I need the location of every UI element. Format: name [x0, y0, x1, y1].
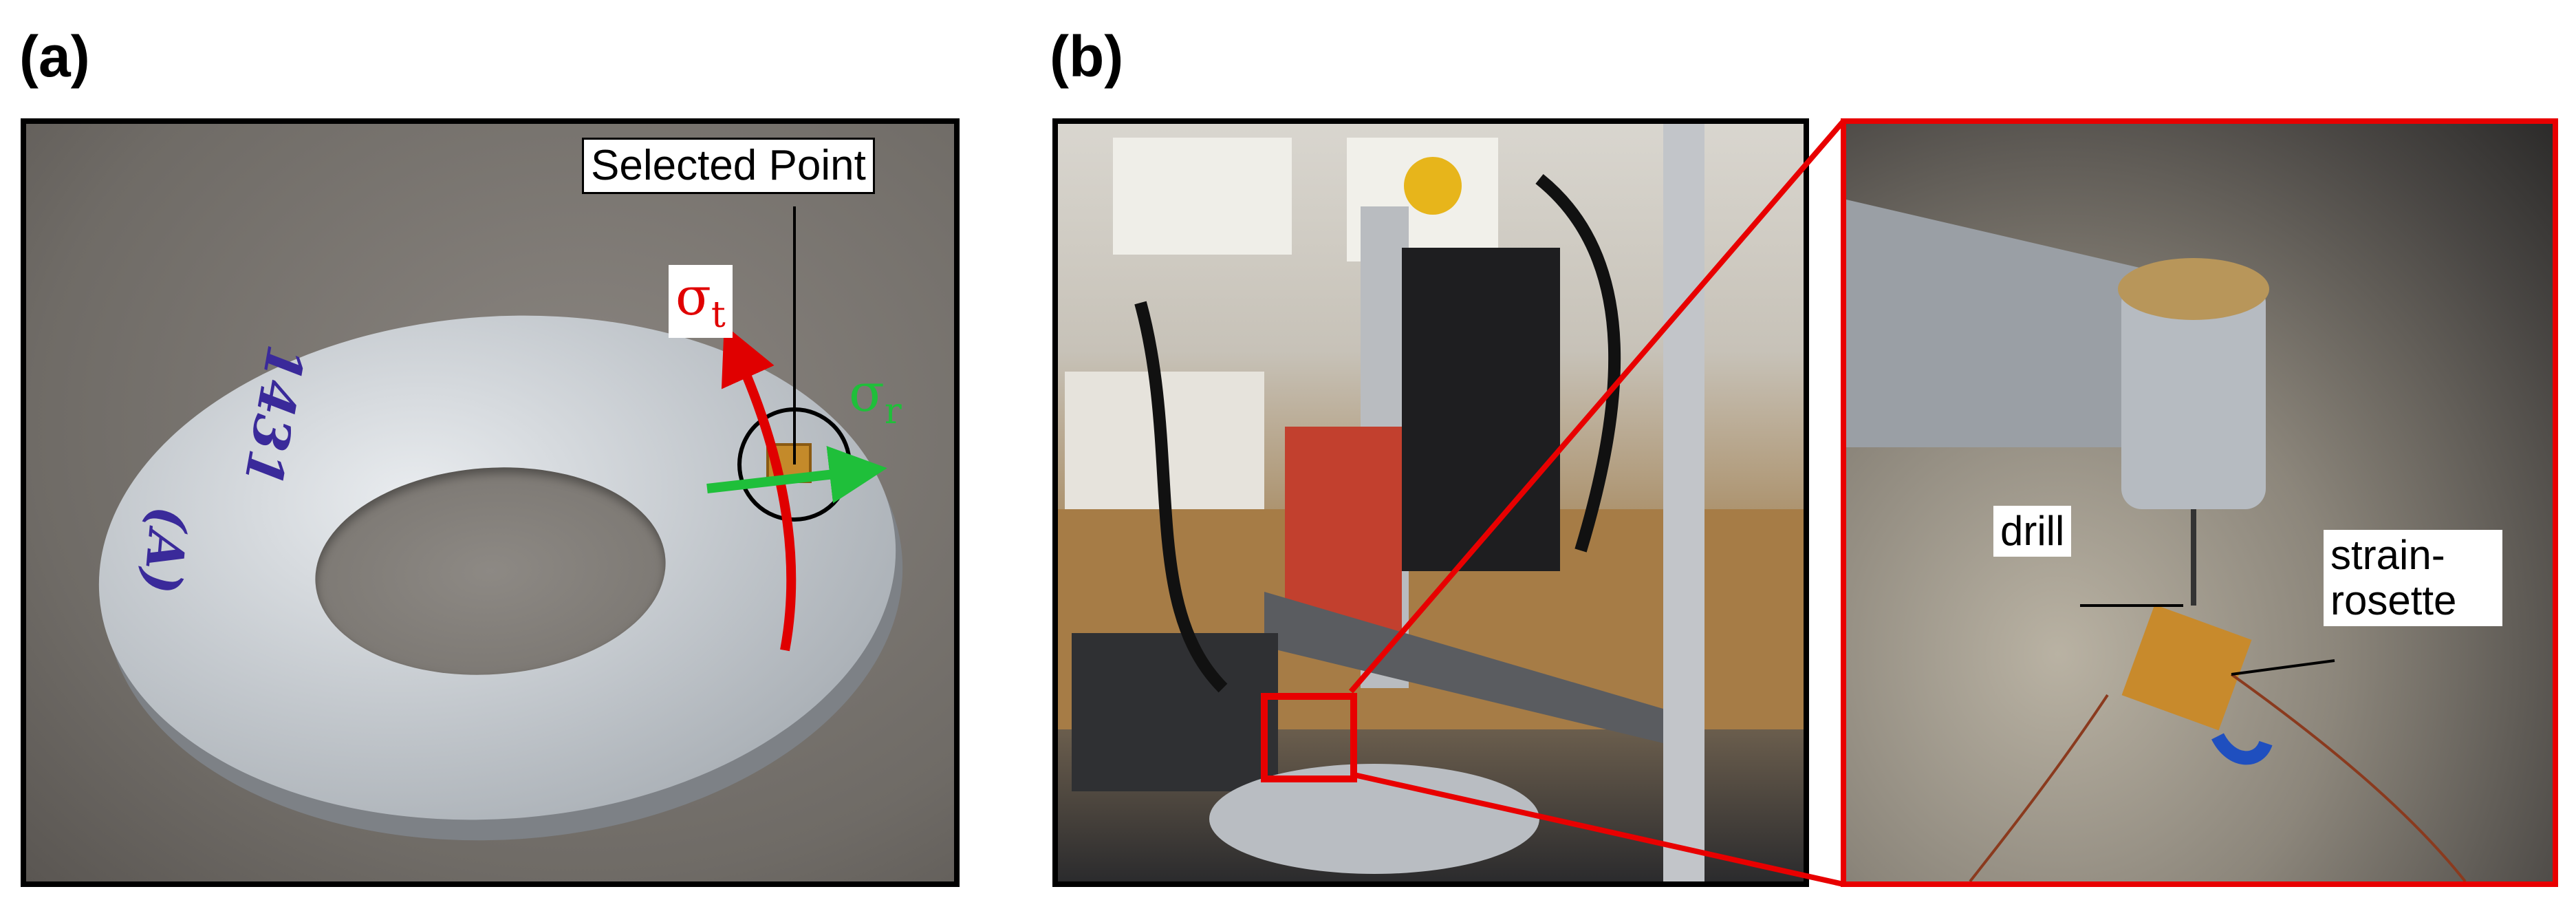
panel-label-b: (b)	[1050, 24, 1124, 89]
sigma-r-label: σr	[849, 362, 902, 432]
blue-marking	[2211, 732, 2273, 765]
drill-closeup-photo	[1841, 118, 2558, 887]
washer-photo: 1431 (A)	[21, 118, 960, 887]
drill-label: drill	[1993, 506, 2072, 557]
wire	[2230, 673, 2467, 881]
strain-rosette-label-line1: strain-	[2330, 532, 2445, 578]
drilling-rig-photo	[1052, 118, 1809, 887]
wire	[1969, 694, 2109, 881]
micrometer-knob	[1404, 157, 1462, 215]
selected-point-label: Selected Point	[582, 138, 875, 195]
zoom-region-box	[1261, 693, 1357, 782]
rig-illustration	[1058, 124, 1804, 881]
cable	[1134, 301, 1228, 693]
drill-head	[2121, 282, 2266, 509]
rosette-leader-line	[2231, 659, 2335, 676]
sigma-t-label: σt	[669, 265, 733, 339]
radial-stress-arrow	[706, 446, 887, 504]
wall-notice	[1113, 138, 1292, 255]
camera	[1072, 633, 1278, 791]
closeup-illustration	[1846, 200, 2467, 881]
strain-rosette	[2121, 604, 2252, 731]
frame-rail	[1663, 124, 1704, 881]
panel-label-a: (a)	[19, 24, 90, 89]
strain-rosette-label-line2: rosette	[2330, 577, 2457, 623]
drill-cap	[2118, 258, 2269, 320]
annotation-overlay	[706, 206, 887, 652]
strain-rosette-label: strain- rosette	[2324, 530, 2502, 626]
xy-stage	[1402, 248, 1560, 571]
sample-plate	[1209, 764, 1539, 874]
tangential-stress-arrow	[721, 324, 797, 652]
